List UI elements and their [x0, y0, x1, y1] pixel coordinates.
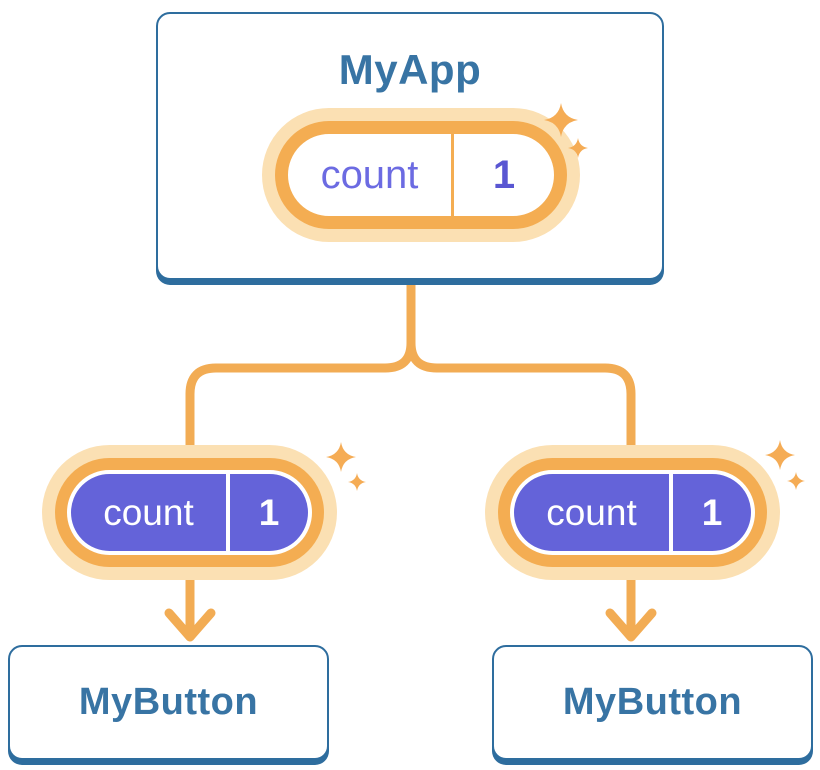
sparkle-icon — [568, 138, 588, 158]
arrow-right-head-icon — [605, 608, 657, 642]
component-name: MyApp — [338, 46, 482, 93]
pill-divider — [226, 474, 230, 551]
pill-divider — [451, 134, 454, 216]
sparkle-icon — [326, 442, 356, 472]
prop-pill-value: 1 — [701, 491, 723, 533]
prop-pill-label: count — [103, 491, 194, 533]
component-name: MyButton — [562, 681, 743, 723]
state-pill-label: count — [320, 152, 419, 197]
pill-divider — [669, 474, 673, 551]
component-name: MyButton — [78, 681, 259, 723]
prop-pill-right: count 1 — [510, 470, 755, 555]
component-node-child-left: MyButton — [8, 645, 329, 760]
sparkle-icon — [765, 440, 795, 470]
prop-pill-value: 1 — [258, 491, 280, 533]
state-pill-value: 1 — [492, 152, 516, 197]
sparkle-icon — [348, 473, 366, 491]
sparkle-icon — [787, 472, 805, 490]
tree-branch-right — [406, 338, 636, 457]
component-node-child-right: MyButton — [492, 645, 813, 760]
tree-branch-left — [185, 338, 416, 457]
prop-pill-left: count 1 — [67, 470, 312, 555]
prop-pill-label: count — [546, 491, 637, 533]
arrow-left-head-icon — [164, 608, 216, 642]
sparkle-icon — [544, 103, 578, 137]
